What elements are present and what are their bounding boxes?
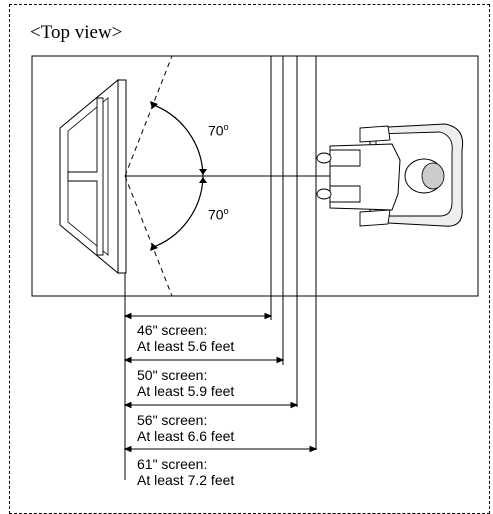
screen-size-46: 46" screen: [137,322,208,338]
distance-label-61: 61" screen: At least 7.2 feet [137,456,234,488]
diagram-drawing [31,55,479,480]
screen-size-56: 56" screen: [137,412,208,428]
view-title: <Top view> [30,22,123,43]
arrowhead-bottom-arc [150,243,158,251]
distance-label-56: 56" screen: At least 6.6 feet [137,412,234,444]
tv-stand [67,97,109,256]
angle-arc-top [150,103,204,177]
screen-size-50: 50" screen: [137,367,208,383]
angle-arc-bottom [150,175,204,249]
arrowhead-top-arc [150,101,158,109]
view-line-top [124,55,173,177]
angle-label-top: 70o [208,122,229,139]
min-distance-50: At least 5.9 feet [137,383,235,399]
view-line-bottom [124,175,173,297]
tv-stand-neck [67,97,104,256]
diagram-canvas: <Top view> [9,4,490,514]
min-distance-61: At least 7.2 feet [137,472,235,488]
angle-label-bottom: 70o [208,206,229,223]
viewer-in-chair [316,123,464,227]
arrowhead-arc-mid-top [199,169,207,175]
min-distance-56: At least 6.6 feet [137,428,235,444]
distance-arrows [123,312,318,453]
arrowhead-arc-mid-bottom [199,177,207,183]
distance-label-50: 50" screen: At least 5.9 feet [137,367,234,399]
min-distance-46: At least 5.6 feet [137,338,235,354]
distance-label-46: 46" screen: At least 5.6 feet [137,322,234,354]
screen-size-61: 61" screen: [137,456,208,472]
